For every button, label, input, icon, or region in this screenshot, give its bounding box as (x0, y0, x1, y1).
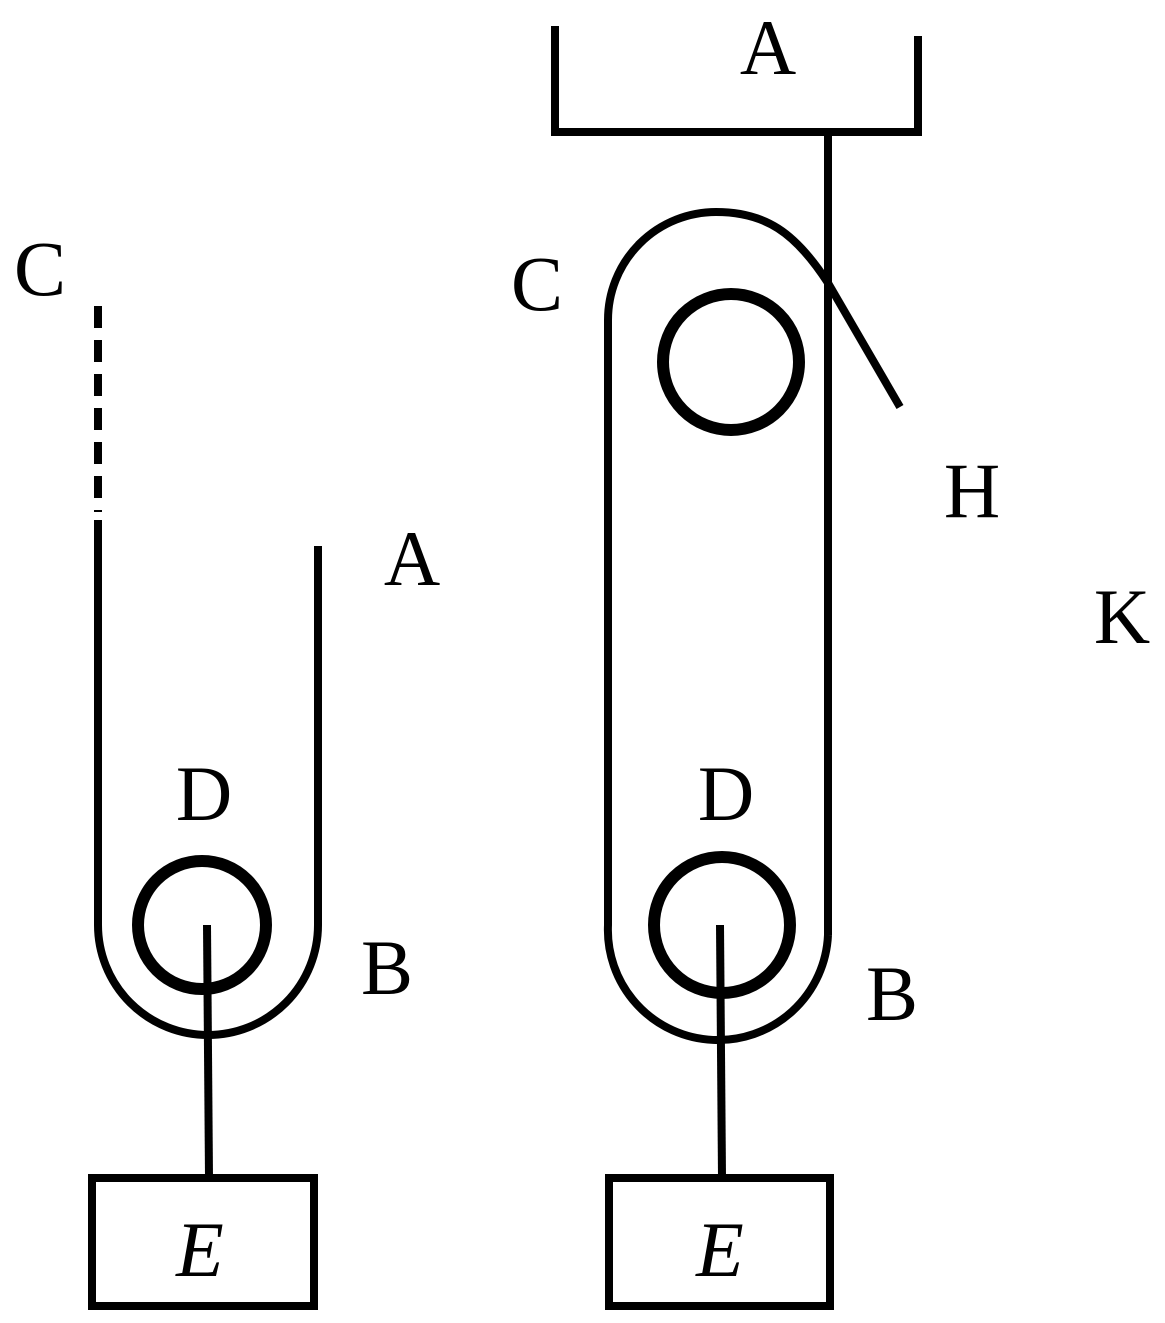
right-label-b: B (866, 950, 918, 1037)
left-pulley-d (132, 855, 272, 995)
left-label-b: B (361, 924, 413, 1011)
right-hanger-rod (716, 924, 726, 1179)
left-label-e: E (175, 1206, 224, 1293)
left-hanger-rod (203, 924, 213, 1179)
right-pulley-system: A C H K D B E (511, 4, 1150, 1310)
right-pulley-c (657, 288, 805, 436)
right-label-a: A (740, 4, 796, 91)
left-label-a: A (384, 515, 440, 602)
right-weight-box (605, 1174, 834, 1310)
right-label-h: H (944, 447, 1000, 534)
right-label-k: K (1094, 573, 1150, 660)
left-label-c: C (14, 225, 66, 312)
right-label-e: E (695, 1206, 744, 1293)
left-label-d: D (176, 750, 232, 837)
right-label-d: D (698, 750, 754, 837)
left-weight-box (88, 1174, 318, 1310)
right-label-c: C (511, 240, 563, 327)
right-ceiling-bracket (551, 26, 922, 136)
left-pulley-system: C A D B E (14, 225, 440, 1310)
right-rope-free-end (824, 280, 904, 410)
right-rope-loop (603, 207, 832, 1045)
